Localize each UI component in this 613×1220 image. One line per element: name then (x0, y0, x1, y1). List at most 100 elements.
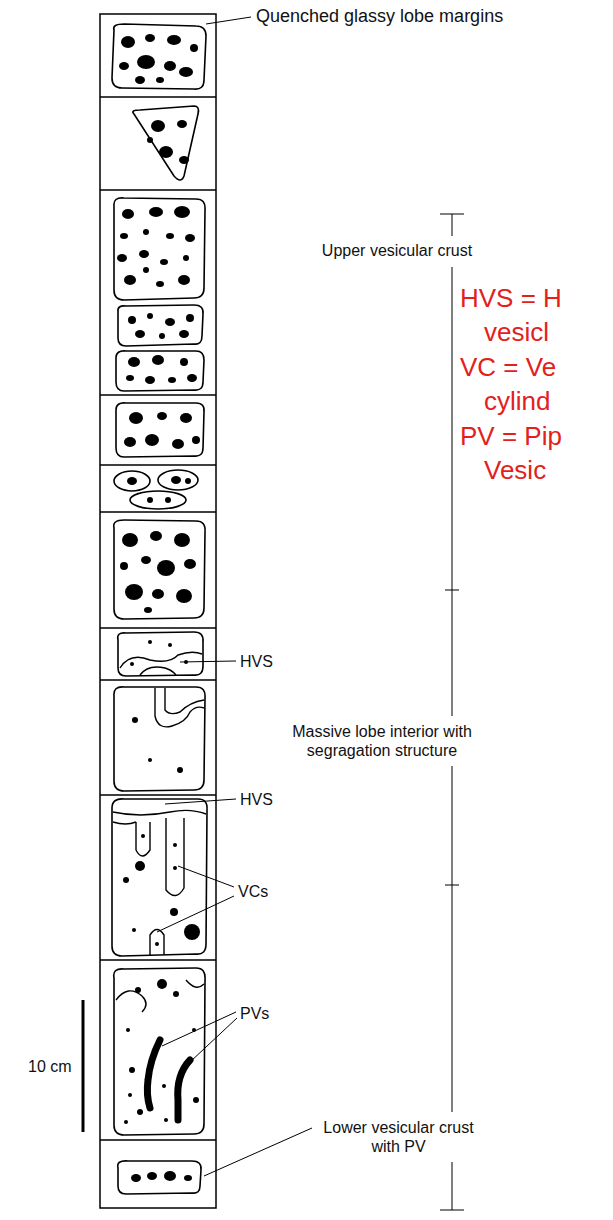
lava-lobe (118, 305, 203, 346)
lava-lobe (114, 687, 205, 791)
vesicle-dot (159, 333, 165, 339)
segregation-structure (113, 652, 206, 1012)
vesicle-dot (173, 866, 177, 870)
vesicle-dot (157, 412, 167, 420)
vesicle-dot (165, 318, 175, 326)
vesicle-dot (180, 413, 192, 423)
vesicle-dot (121, 36, 135, 48)
vesicle-dot (193, 1097, 199, 1103)
scale-bar (82, 1000, 85, 1132)
vesicle-dot (179, 67, 193, 77)
vesicle-dot (147, 1172, 157, 1180)
lava-lobe (118, 632, 203, 676)
vesicle-dot (119, 62, 129, 70)
scale-bar (82, 1000, 85, 1132)
vesicle-dot (141, 834, 145, 838)
lava-lobe (112, 24, 206, 89)
segregation-structure (116, 991, 146, 1012)
vesicle-dot (180, 358, 188, 366)
vesicle-dot (190, 44, 198, 52)
vesicle-dot (164, 61, 176, 71)
vesicle-dot (132, 717, 138, 723)
leader-line (157, 17, 312, 1176)
vesicle-dot (184, 924, 200, 940)
vesicle-dot (152, 355, 164, 365)
callout-label: VCs (238, 882, 268, 901)
column-frame (100, 97, 216, 1140)
leader-line (190, 1018, 237, 1062)
vesicle-dot (155, 942, 159, 946)
vesicle-dot (129, 1067, 135, 1073)
vesicle-dot (152, 589, 164, 599)
vesicle-dot (150, 531, 162, 541)
vesicle-dot (124, 275, 136, 285)
vesicle-dot (176, 589, 192, 603)
abbreviation-note: PV = Pip Vesic (460, 419, 594, 487)
leader-line (165, 799, 236, 804)
vesicle-dot (179, 156, 189, 164)
lava-lobe (158, 470, 198, 490)
vesicle-dot (145, 434, 159, 446)
segregation-structure (150, 930, 164, 956)
vesicle-dot (135, 987, 141, 993)
vesicle-dot (145, 34, 155, 42)
vesicle-dot (167, 35, 181, 45)
lava-lobe (114, 968, 205, 1135)
vesicle-dot (185, 478, 191, 484)
vesicle-dot (157, 560, 175, 576)
callout-label: Quenched glassy lobe margins (256, 6, 503, 27)
vesicle-dot (145, 376, 155, 384)
vesicle-dot (156, 281, 164, 287)
vesicle-dot (162, 1084, 166, 1088)
vesicle-dot (139, 250, 149, 258)
vesicle-dot (179, 330, 189, 338)
vesicle-dot (151, 120, 165, 132)
vesicle-dot (117, 254, 127, 262)
vesicle-dot (149, 207, 163, 217)
vesicle-dot (141, 556, 151, 564)
vesicle-dot (192, 436, 200, 444)
interval-label: Massive lobe interior with segragation s… (274, 722, 490, 760)
lava-lobe (116, 351, 204, 391)
lava-lobe (130, 491, 186, 509)
lava-lobe (114, 198, 205, 300)
vesicle-dot (164, 1118, 168, 1122)
lava-lobe (118, 1161, 201, 1194)
lava-lobe (114, 520, 205, 619)
lava-lobe (133, 106, 199, 180)
vesicle-dot (184, 559, 196, 569)
pipe-vesicle (178, 1060, 190, 1120)
vesicle-dot (129, 412, 143, 424)
leader-line (206, 17, 251, 24)
vesicle-dot (164, 1171, 176, 1181)
leader-line (180, 661, 236, 662)
lava-lobe (116, 403, 204, 457)
interval-label: Upper vesicular crust (316, 241, 478, 260)
vesicle-dot (156, 77, 164, 83)
segregation-structure (120, 652, 202, 668)
vesicle-dot (135, 330, 145, 338)
callout-label: PVs (240, 1004, 269, 1023)
vesicle-dot (122, 533, 138, 547)
vesicle-dot (148, 640, 152, 644)
lava-lobe (112, 24, 207, 1194)
vesicle-dot (126, 375, 134, 381)
vesicle-dot (174, 533, 190, 547)
vesicle-dot (186, 314, 194, 322)
vesicle-dot (170, 908, 178, 916)
vesicle-dot (132, 928, 136, 932)
vesicle-dot (144, 607, 152, 613)
pipe-vesicle (147, 1040, 190, 1120)
vesicle-dot (159, 146, 173, 158)
vesicle-dot (172, 439, 184, 449)
vesicle-dot (147, 313, 153, 319)
lava-lobe (112, 799, 207, 956)
vesicle-dot (135, 861, 145, 871)
segregation-structure (140, 667, 176, 675)
vesicle-dot (137, 1109, 143, 1115)
vesicle-dot (183, 255, 189, 261)
vesicle-dot (117, 34, 200, 1182)
vesicle-dot (143, 229, 149, 235)
vesicle-dot (166, 233, 174, 239)
